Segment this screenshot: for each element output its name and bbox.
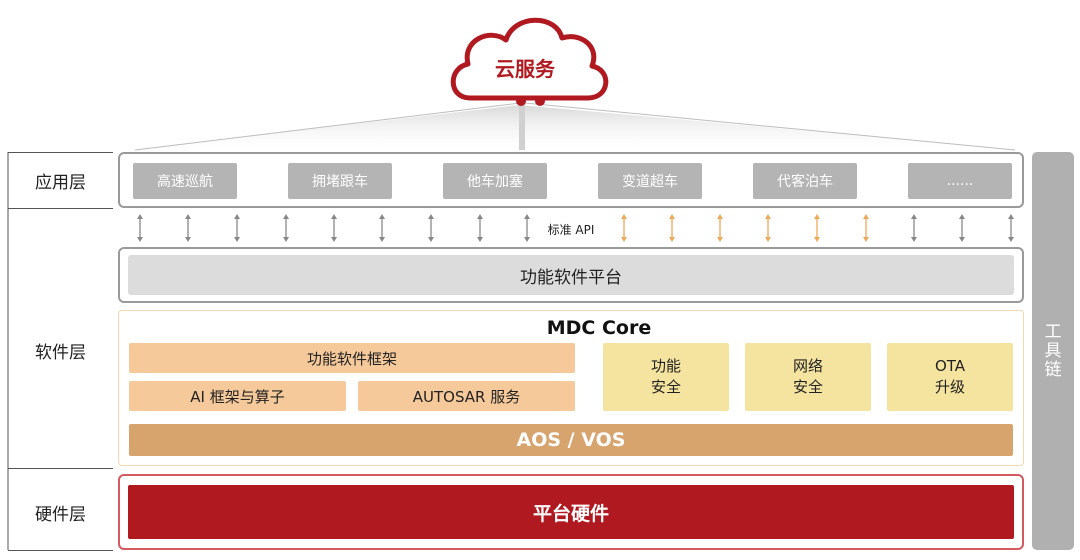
ota-upgrade-line1: OTA <box>934 357 966 375</box>
layer-divider <box>8 152 113 153</box>
api-arrow-head-up <box>428 214 434 219</box>
toolchain-bar: 工 具 链 <box>1032 152 1074 550</box>
api-arrow-head-up <box>283 214 289 219</box>
autosar-block: AUTOSAR 服务 <box>358 381 575 411</box>
api-arrow-head-down <box>717 237 723 242</box>
api-arrow-head-up <box>331 214 337 219</box>
api-arrows <box>137 214 1014 242</box>
api-arrow-head-up <box>524 214 530 219</box>
api-arrow-head-down <box>283 237 289 242</box>
functional-safety-line2: 安全 <box>650 378 681 396</box>
ota-upgrade-block: OTA 升级 <box>887 343 1013 411</box>
api-arrow-head-up <box>185 214 191 219</box>
api-arrow-head-down <box>959 237 965 242</box>
api-arrow-head-up <box>477 214 483 219</box>
api-arrow-head-up <box>911 214 917 219</box>
api-arrow-head-down <box>428 237 434 242</box>
network-security-line1: 网络 <box>792 357 823 375</box>
functional-safety-line1: 功能 <box>650 357 681 375</box>
api-arrow-head-down <box>477 237 483 242</box>
ota-upgrade-line2: 升级 <box>934 378 965 396</box>
api-arrow-head-down <box>765 237 771 242</box>
layer-label-software: 软件层 <box>35 342 86 363</box>
layer-divider <box>8 208 113 209</box>
api-arrow-head-down <box>911 237 917 242</box>
api-arrow-head-up <box>621 214 627 219</box>
api-arrow-head-up <box>814 214 820 219</box>
api-arrow-head-up <box>669 214 675 219</box>
api-arrow-head-down <box>234 237 240 242</box>
api-arrow-head-up <box>959 214 965 219</box>
api-arrow-head-up <box>717 214 723 219</box>
api-arrow-head-down <box>379 237 385 242</box>
toolchain-char: 工 <box>1044 321 1062 342</box>
network-security-block: 网络 安全 <box>745 343 871 411</box>
api-arrow-head-down <box>137 237 143 242</box>
api-arrow-head-down <box>863 237 869 242</box>
api-arrow-head-down <box>621 237 627 242</box>
application-layer-frame: 高速巡航 拥堵跟车 他车加塞 变道超车 代客泊车 ...... <box>118 152 1024 208</box>
api-arrow-head-up <box>863 214 869 219</box>
mdc-core-title: MDC Core <box>546 317 652 339</box>
app-chip: 高速巡航 <box>133 163 237 199</box>
api-arrow-head-up <box>234 214 240 219</box>
api-arrow-head-down <box>524 237 530 242</box>
functional-safety-block: 功能 安全 <box>603 343 729 411</box>
network-security-line2: 安全 <box>792 378 823 396</box>
mdc-core-frame: MDC Core 功能软件框架 AI 框架与算子 AUTOSAR 服务 功能 安… <box>118 310 1024 466</box>
app-chip: ...... <box>908 163 1012 199</box>
api-arrow-head-up <box>137 214 143 219</box>
api-arrow-head-down <box>331 237 337 242</box>
api-arrow-head-up <box>379 214 385 219</box>
layer-divider <box>8 468 113 469</box>
app-chip: 变道超车 <box>598 163 702 199</box>
layer-divider <box>8 550 113 551</box>
api-arrow-head-down <box>814 237 820 242</box>
layer-label-app: 应用层 <box>35 172 86 193</box>
platform-hardware-block: 平台硬件 <box>128 485 1014 539</box>
api-arrow-head-up <box>765 214 771 219</box>
api-label: 标准 API <box>540 220 602 238</box>
cloud-label: 云服务 <box>495 56 555 81</box>
toolchain-char: 链 <box>1044 359 1062 380</box>
cloud-fan <box>130 105 1020 150</box>
cloud-icon <box>450 17 609 101</box>
api-arrow-head-down <box>669 237 675 242</box>
function-framework-block: 功能软件框架 <box>129 343 575 373</box>
app-chip: 代客泊车 <box>753 163 857 199</box>
function-platform-frame: 功能软件平台 <box>118 247 1024 303</box>
app-chip: 拥堵跟车 <box>288 163 392 199</box>
ai-framework-block: AI 框架与算子 <box>129 381 346 411</box>
toolchain-char: 具 <box>1044 340 1062 361</box>
layer-label-hardware: 硬件层 <box>35 504 86 525</box>
hardware-layer-frame: 平台硬件 <box>118 474 1024 550</box>
api-arrow-head-up <box>1008 214 1014 219</box>
aos-vos-block: AOS / VOS <box>129 424 1013 456</box>
api-arrow-head-down <box>185 237 191 242</box>
app-chip: 他车加塞 <box>443 163 547 199</box>
api-arrow-head-down <box>1008 237 1014 242</box>
function-platform-label: 功能软件平台 <box>128 255 1014 295</box>
